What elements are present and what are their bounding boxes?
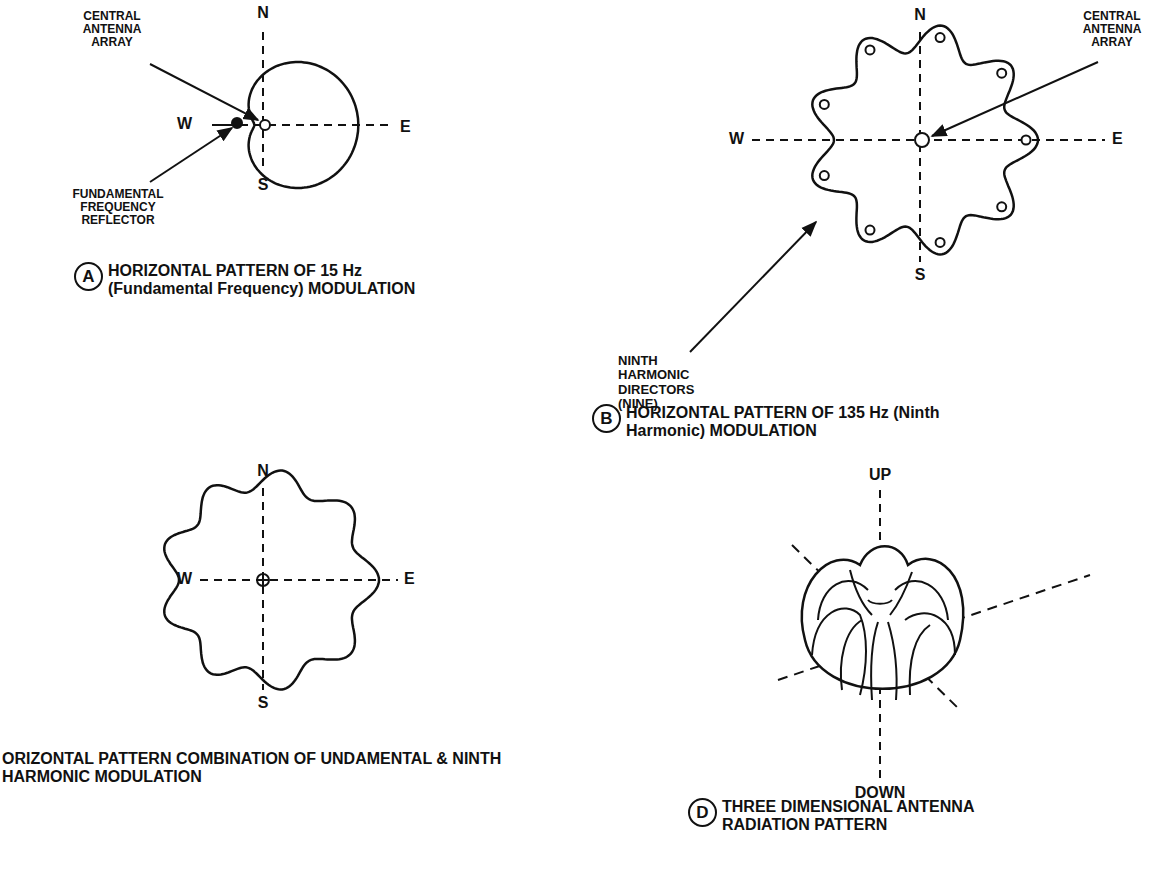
callout-label: CENTRAL ANTENNA ARRAY [70,10,154,50]
reflector-element [232,118,242,128]
director-element [820,100,829,109]
lobe-line [905,613,955,695]
panel-letter: A [82,268,94,285]
director-element [866,226,875,235]
panel-letter-circle: D [688,798,717,827]
combined-pattern [164,471,379,690]
crosshair [262,574,264,586]
direction-label: E [404,570,415,588]
director-element [997,69,1006,78]
axis-line [262,32,264,172]
cardioid-pattern [249,62,359,188]
direction-label: W [177,570,192,588]
direction-label: N [257,462,269,480]
director-element [997,202,1006,211]
panel-letter-circle: B [592,404,621,433]
panel-caption: THREE DIMENSIONAL ANTENNA RADIATION PATT… [722,798,1052,833]
axis-line [262,488,264,690]
panel-caption: HORIZONTAL PATTERN OF 135 Hz (Ninth Harm… [626,404,1006,439]
central-antenna [260,120,270,130]
central-antenna [915,133,929,147]
leader-line [932,62,1098,136]
direction-label: S [915,266,926,284]
panel-letter: B [600,410,612,427]
panel-caption: HORIZONTAL PATTERN OF 15 Hz (Fundamental… [108,262,468,297]
direction-label: S [258,694,269,712]
direction-label: W [177,115,192,133]
director-element [936,238,945,247]
lobe-line [812,608,866,695]
ninth-harmonic-pattern [812,26,1038,255]
director-element [936,33,945,42]
lobe-line [868,600,892,604]
lobe-line [850,570,912,615]
lobe-line [871,622,896,700]
director-element [1022,136,1031,145]
panel-letter-circle: A [74,262,103,291]
central-antenna [257,574,269,586]
direction-label: N [914,6,926,24]
panel-letter: D [696,804,708,821]
leader-line [150,128,232,182]
direction-label: S [258,176,269,194]
direction-label: E [1112,130,1123,148]
panel-caption: ORIZONTAL PATTERN COMBINATION OF UNDAMEN… [2,750,502,785]
axis-line [200,579,398,581]
director-element [866,45,875,54]
leader-line [150,64,258,120]
direction-label: N [257,4,269,22]
lobe-line [841,620,862,690]
direction-label: W [729,130,744,148]
direction-label: E [400,118,411,136]
leader-line [690,222,816,352]
callout-label: NINTH HARMONIC DIRECTORS (NINE) [618,354,728,411]
callout-label: CENTRAL ANTENNA ARRAY [1070,10,1154,50]
callout-label: FUNDAMENTAL FREQUENCY REFLECTOR [70,188,166,228]
director-element [820,171,829,180]
direction-label: UP [869,466,891,484]
